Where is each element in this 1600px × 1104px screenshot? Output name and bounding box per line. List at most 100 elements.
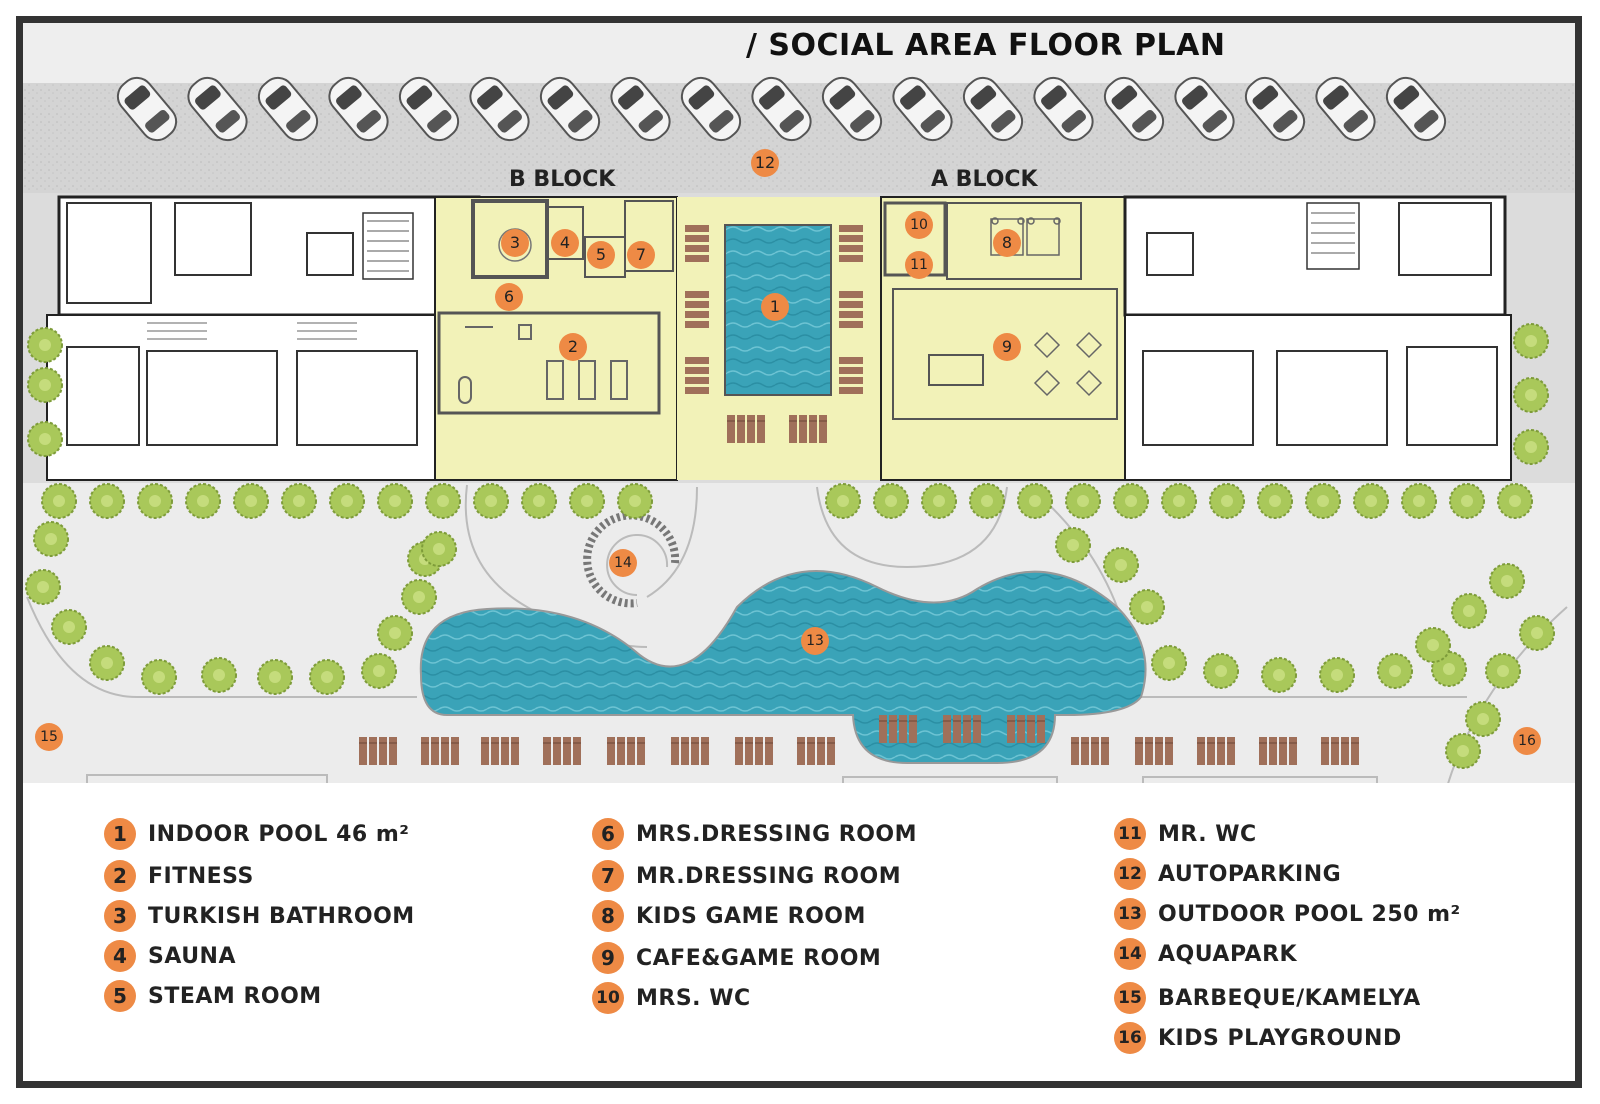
legend-label: MRS.DRESSING ROOM [636,821,918,847]
tree-icon [1319,657,1355,693]
tree-icon [1489,563,1525,599]
tree-icon [1129,589,1165,625]
legend-label: SAUNA [148,943,236,969]
legend-item-8: 8 KIDS GAME ROOM [592,898,866,934]
marker-10: 10 [905,211,933,239]
legend-number: 7 [592,860,624,892]
tree-icon [1113,483,1149,519]
legend-item-3: 3 TURKISH BATHROOM [104,898,415,934]
tree-icon [401,579,437,615]
marker-5: 5 [587,241,615,269]
tree-icon [1203,653,1239,689]
tree-icon [33,521,69,557]
tree-icon [281,483,317,519]
legend-label: OUTDOOR POOL 250 m² [1158,901,1461,927]
tree-icon [1445,733,1481,769]
tree-icon [377,615,413,651]
plan-frame: 12 3 4 5 7 6 2 1 10 11 8 9 14 13 15 16 B… [16,16,1582,1088]
tree-icon [89,483,125,519]
marker-13: 13 [801,627,829,655]
legend-number: 8 [592,900,624,932]
legend-label: STEAM ROOM [148,983,322,1009]
tree-icon [41,483,77,519]
tree-icon [1257,483,1293,519]
tree-icon [1055,527,1091,563]
legend-label: KIDS GAME ROOM [636,903,866,929]
legend-number: 4 [104,940,136,972]
tree-icon [1451,593,1487,629]
tree-icon [825,483,861,519]
legend-number: 10 [592,982,624,1014]
tree-icon [329,483,365,519]
marker-1: 1 [761,293,789,321]
marker-11: 11 [905,251,933,279]
legend-number: 13 [1114,898,1146,930]
legend-label: TURKISH BATHROOM [148,903,415,929]
tree-icon [137,483,173,519]
tree-icon [25,569,61,605]
legend-number: 6 [592,818,624,850]
tree-icon [201,657,237,693]
marker-2: 2 [559,333,587,361]
legend-item-9: 9 CAFE&GAME ROOM [592,940,881,976]
tree-icon [921,483,957,519]
tree-icon [473,483,509,519]
legend-number: 16 [1114,1022,1146,1054]
marker-15: 15 [35,723,63,751]
legend-label: MR.DRESSING ROOM [636,863,902,889]
marker-3: 3 [501,229,529,257]
legend-number: 3 [104,900,136,932]
legend-item-1: 1 INDOOR POOL 46 m² [104,816,409,852]
legend-number: 15 [1114,982,1146,1014]
tree-icon [361,653,397,689]
legend-label: AQUAPARK [1158,941,1298,967]
tree-icon [27,421,63,457]
b-block-label: B BLOCK [509,167,616,192]
tree-icon [1305,483,1341,519]
tree-icon [425,483,461,519]
page-title: / SOCIAL AREA FLOOR PLAN [746,28,1226,63]
marker-8: 8 [993,229,1021,257]
tree-icon [1103,547,1139,583]
legend-label: FITNESS [148,863,254,889]
tree-icon [1151,645,1187,681]
tree-icon [1485,653,1521,689]
legend-label: MR. WC [1158,821,1257,847]
legend-label: AUTOPARKING [1158,861,1342,887]
tree-icon [1465,701,1501,737]
tree-icon [1513,377,1549,413]
tree-icon [185,483,221,519]
floor-plan-drawing [23,23,1575,783]
tree-icon [1401,483,1437,519]
tree-icon [27,367,63,403]
legend-label: INDOOR POOL 46 m² [148,821,410,847]
tree-icon [1065,483,1101,519]
tree-icon [257,659,293,695]
legend-label: CAFE&GAME ROOM [636,945,882,971]
legend-number: 1 [104,818,136,850]
tree-icon [1209,483,1245,519]
tree-icon [421,531,457,567]
marker-9: 9 [993,333,1021,361]
tree-icon [1017,483,1053,519]
legend-item-6: 6 MRS.DRESSING ROOM [592,816,917,852]
legend-number: 9 [592,942,624,974]
tree-icon [1261,657,1297,693]
tree-icon [141,659,177,695]
marker-14: 14 [609,549,637,577]
tree-icon [51,609,87,645]
marker-4: 4 [551,229,579,257]
marker-6: 6 [495,283,523,311]
tree-icon [969,483,1005,519]
legend-number: 14 [1114,938,1146,970]
tree-icon [1377,653,1413,689]
tree-icon [233,483,269,519]
tree-icon [873,483,909,519]
tree-icon [521,483,557,519]
